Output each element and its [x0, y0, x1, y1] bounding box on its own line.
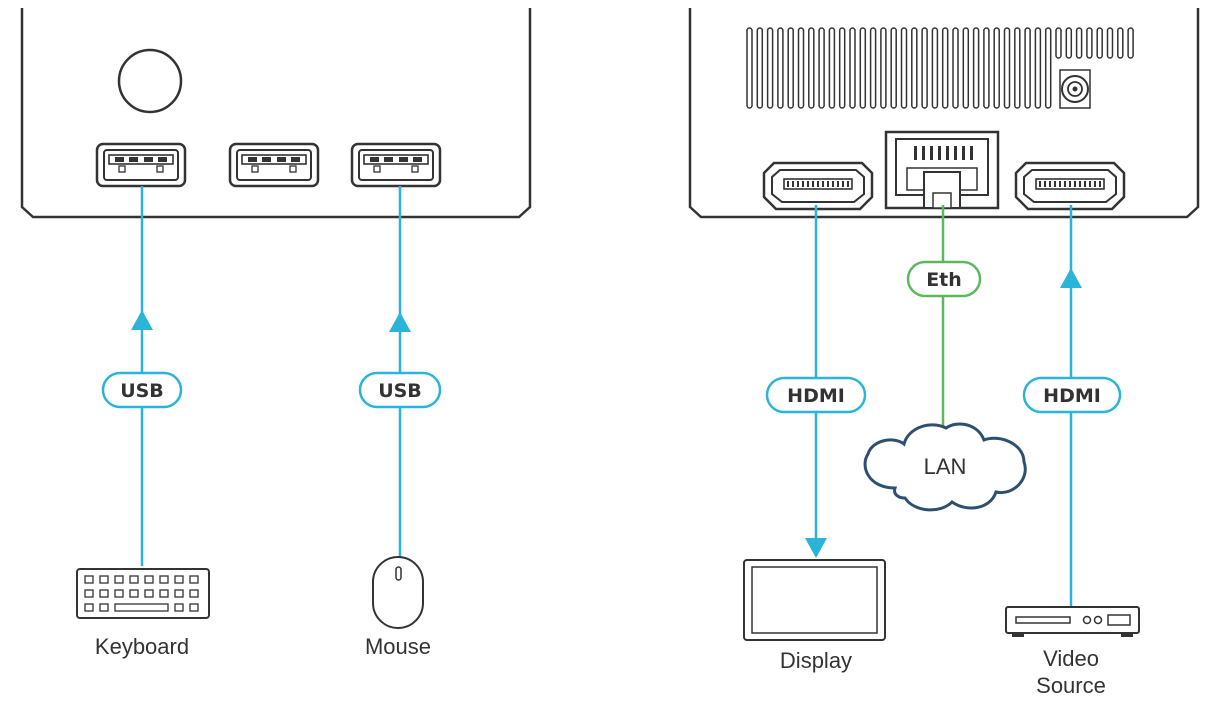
vent-slot: [818, 27, 825, 109]
antenna-connector-icon[interactable]: [1059, 69, 1091, 109]
mouse-connection: USB Mouse: [358, 186, 442, 659]
mouse-icon: [372, 556, 424, 629]
usb-port-3-icon[interactable]: [350, 142, 442, 188]
video-source-icon: [1005, 606, 1140, 637]
eth-pill-badge: Eth: [906, 260, 982, 298]
vent-slot: [787, 27, 794, 109]
mouse-label: Mouse: [365, 634, 431, 659]
vent-slot: [911, 27, 918, 109]
vent-slot: [1106, 27, 1114, 59]
vent-slot: [1044, 27, 1052, 109]
vent-slot: [859, 27, 867, 109]
cloud-icon: [863, 422, 1027, 512]
vent-slot: [1127, 27, 1134, 59]
vent-slot: [808, 27, 815, 109]
vent-slot: [931, 27, 939, 109]
usb-pill-label: USB: [120, 380, 164, 402]
vent-slot: [1096, 27, 1103, 59]
vent-slot: [797, 27, 805, 109]
vent-slot: [746, 27, 753, 109]
lan-connection: Eth LAN: [863, 205, 1027, 512]
vent-slot: [756, 27, 764, 109]
ethernet-port-icon[interactable]: [884, 130, 1000, 210]
arrow-up-icon: [131, 310, 153, 330]
video-source-label-line1: Video: [1043, 646, 1099, 671]
vent-slot: [1003, 27, 1011, 109]
hdmi-pill-badge: HDMI: [765, 376, 867, 414]
ventilation-grille-icon: [746, 27, 1134, 109]
vent-slot: [880, 27, 887, 109]
vent-slot: [952, 27, 959, 109]
vent-slot: [766, 27, 774, 109]
right-device-rear-panel: [688, 8, 1200, 219]
hdmi-pill-label: HDMI: [1043, 385, 1101, 407]
hdmi-pill-label: HDMI: [787, 385, 845, 407]
usb-port-1-icon[interactable]: [95, 142, 187, 188]
keyboard-icon: [76, 568, 210, 619]
video-source-connection: HDMI Video Source: [1005, 205, 1140, 698]
left-device-front-panel: [20, 8, 532, 219]
vent-slot: [1075, 27, 1083, 59]
vent-slot: [1055, 27, 1062, 59]
vent-slot: [900, 27, 908, 109]
hdmi-in-port-icon[interactable]: [1014, 161, 1126, 211]
usb-pill-badge: USB: [101, 371, 183, 409]
vent-slot: [993, 27, 1000, 109]
display-connection: HDMI Display: [743, 205, 886, 673]
vent-slot: [941, 27, 949, 109]
display-icon: [743, 559, 886, 641]
display-label: Display: [780, 648, 852, 673]
vent-slot: [777, 27, 784, 109]
arrow-up-icon: [389, 312, 411, 332]
vent-slot: [890, 27, 897, 109]
hdmi-out-port-icon[interactable]: [762, 161, 874, 211]
vent-slot: [828, 27, 836, 109]
keyboard-connection: USB Keyboard: [76, 186, 210, 659]
arrow-up-icon: [1060, 268, 1082, 288]
usb-pill-badge: USB: [358, 371, 442, 409]
power-button-icon[interactable]: [117, 48, 183, 114]
vent-slot: [962, 27, 970, 109]
keyboard-label: Keyboard: [95, 634, 189, 659]
vent-slot: [849, 27, 856, 109]
vent-slot: [1117, 27, 1124, 59]
lan-label: LAN: [924, 454, 967, 479]
vent-slot: [983, 27, 990, 109]
vent-slot: [1065, 27, 1073, 59]
vent-slot: [1024, 27, 1031, 109]
eth-pill-label: Eth: [926, 269, 962, 291]
vent-slot: [838, 27, 846, 109]
vent-slot: [921, 27, 928, 109]
arrow-down-icon: [805, 538, 827, 558]
usb-pill-label: USB: [378, 380, 422, 402]
vent-slot: [869, 27, 877, 109]
hdmi-pill-badge: HDMI: [1022, 376, 1122, 414]
vent-slot: [1014, 27, 1021, 109]
vent-slot: [1086, 27, 1093, 59]
vent-slot: [972, 27, 980, 109]
usb-port-2-icon[interactable]: [228, 142, 320, 188]
video-source-label-line2: Source: [1036, 673, 1106, 698]
vent-slot: [1034, 27, 1042, 109]
